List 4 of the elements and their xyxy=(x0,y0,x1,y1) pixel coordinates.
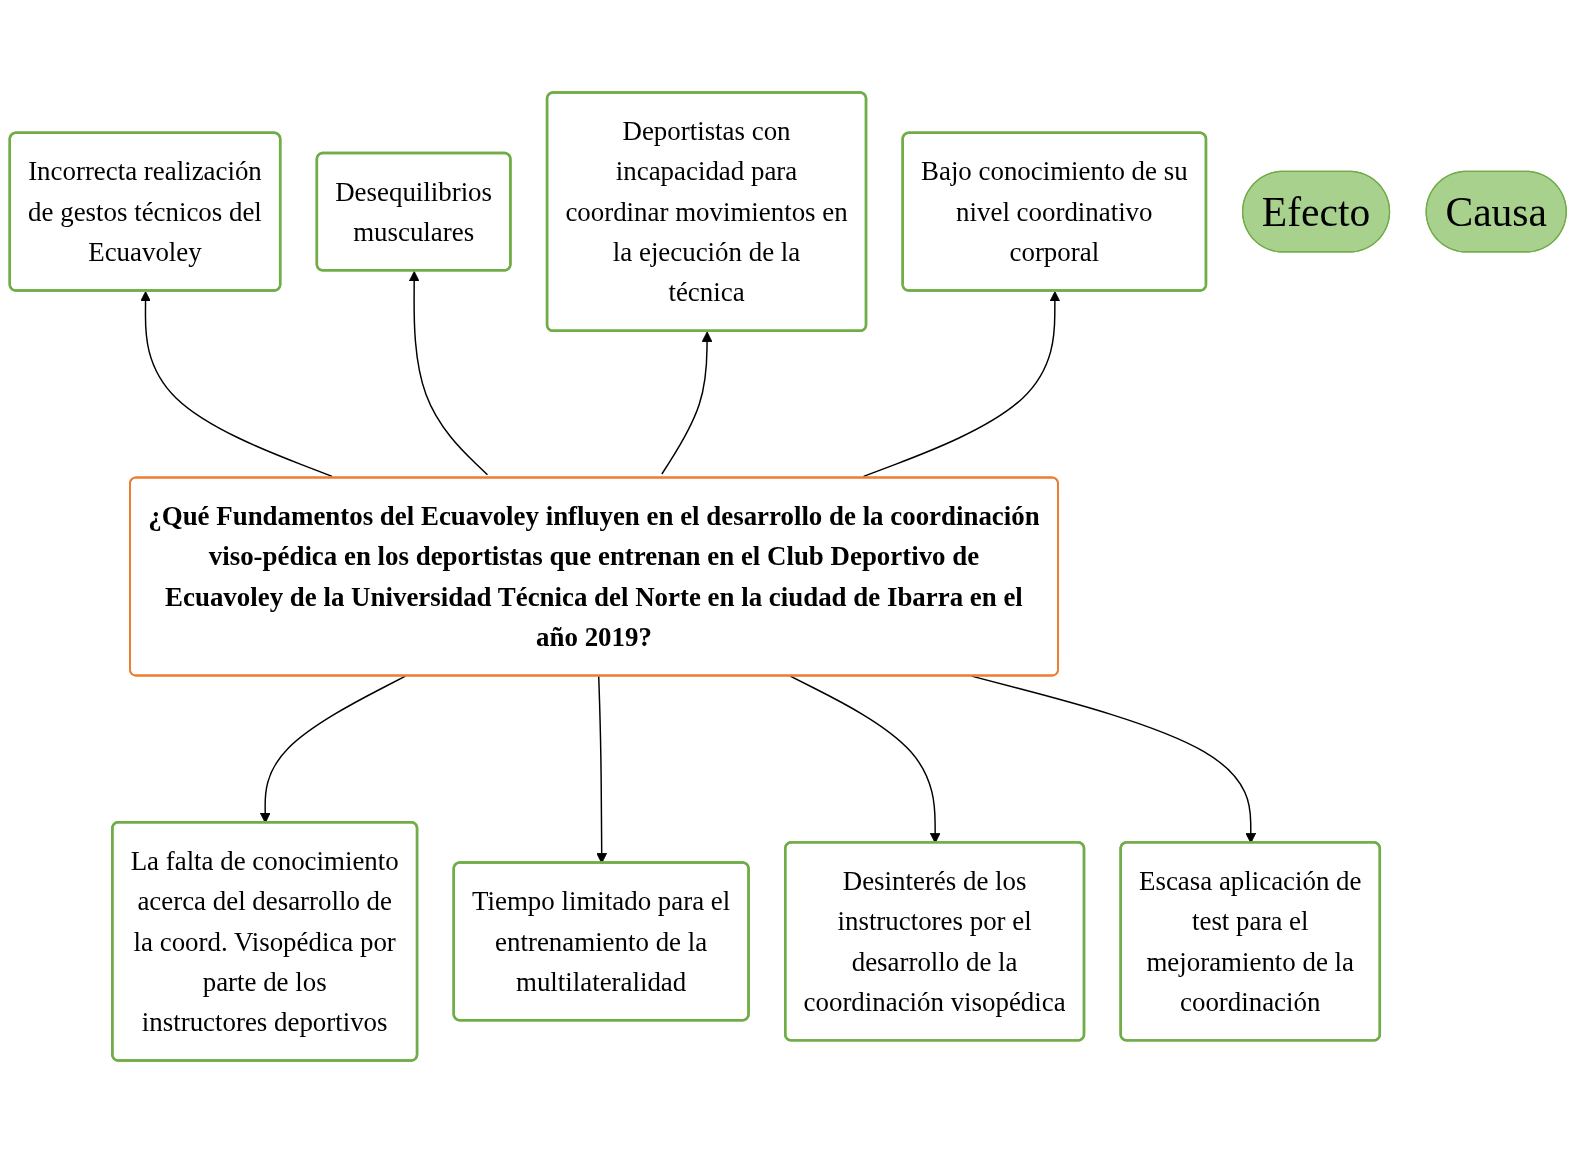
arrow xyxy=(140,291,333,478)
arrow xyxy=(661,331,713,475)
arrow xyxy=(862,291,1061,478)
arrow xyxy=(408,270,489,476)
